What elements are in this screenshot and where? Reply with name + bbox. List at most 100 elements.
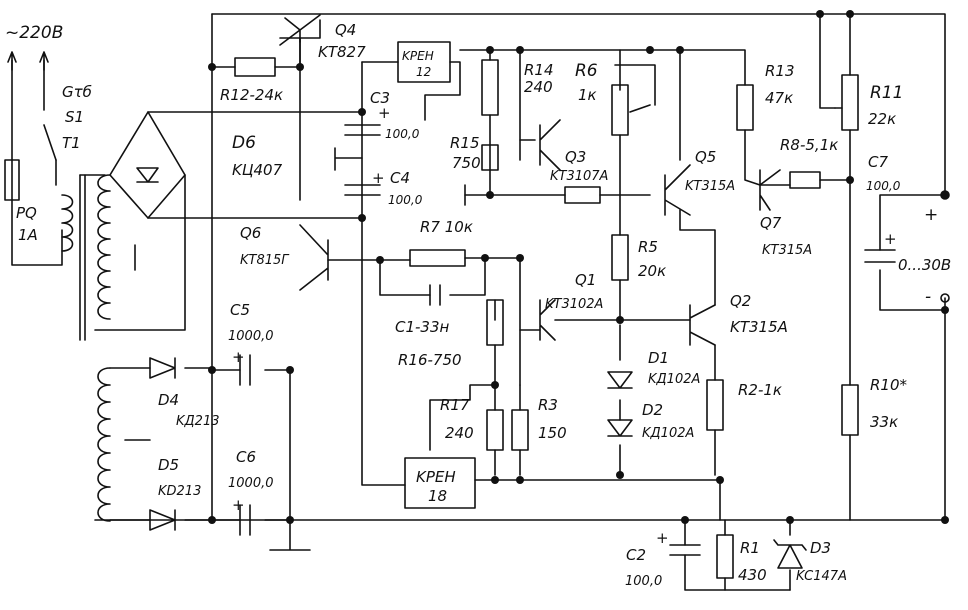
transistor-q4 [279,14,321,46]
label-out-plus: + [924,205,938,225]
components [4,14,950,579]
label-c6-value: 1000,0 [228,476,274,491]
transistor-q5 [664,164,691,216]
label-d6-ref: D6 [232,133,256,153]
output-terminal-minus [940,293,950,303]
resistor-r13 [736,84,754,131]
label-q2-type: KT315A [730,318,788,336]
label-r10-value: 33к [870,413,898,431]
label-d4-ref: D4 [158,391,179,409]
resistor-r7 [409,249,466,267]
labels: ~220В Gτб S1 T1 PQ 1A Q4 KT827 KPEH 12 R… [5,21,951,589]
label-d2-ref: D2 [642,401,663,419]
label-d4-type: KД213 [176,414,220,429]
label-c2-ref: C2 [626,546,646,564]
label-fuse-ref: Gτб [62,83,92,101]
label-r1-value: 430 [738,566,767,584]
label-r11-ref: R11 [870,83,903,103]
diode-d5 [149,509,176,531]
label-fuse-name: PQ [16,204,37,222]
label-u2-value: 18 [428,487,447,505]
wires [11,13,946,591]
label-r6-ref: R6 [575,61,598,81]
label-u1-name: KPEH [402,49,434,63]
label-c6-plus: + [232,496,245,514]
resistor-r14 [481,144,499,171]
label-u1-value: 12 [416,65,431,79]
transistor-q1 [539,299,556,341]
label-c3-plus: + [378,104,391,122]
resistor-r15 [481,59,499,116]
label-d2-type: KД102A [642,426,694,441]
regulator-u2 [404,457,476,509]
label-d6-type: KЦ407 [232,161,283,179]
bridge-d6 [109,111,186,219]
label-c5-plus: + [232,348,245,366]
label-r1-ref: R1 [740,539,760,557]
zener-d3 [773,539,807,569]
resistor-r2 [706,379,724,431]
label-transformer-ref: T1 [62,134,81,152]
label-c1: C1-33н [395,318,450,336]
label-c4-value: 100,0 [388,193,423,207]
label-r14-ref: R14 [524,61,554,79]
junctions [208,10,949,524]
potentiometer-r11 [841,74,859,131]
label-r7: R7 10к [420,218,473,236]
resistor-r17 [486,409,504,451]
transistor-q2 [689,304,716,346]
label-out-cap-plus: + [884,230,897,248]
label-r13-value: 47к [765,89,793,107]
potentiometer-r6 [611,84,629,136]
capacitor-c1 [429,284,441,306]
label-r2: R2-1к [738,381,782,399]
resistor-q3-collector [564,186,601,204]
label-fuse-value: 1A [18,226,38,244]
capacitor-c6 [239,504,251,536]
resistor-r12 [234,57,276,77]
label-d3-type: KC147A [796,569,847,584]
label-d1-ref: D1 [648,349,669,367]
capacitor-c5 [239,354,251,386]
label-r11-value: 22к [868,110,896,128]
label-d5-type: KD213 [158,484,201,499]
label-r12: R12-24к [220,86,283,104]
capacitor-output [864,249,896,263]
label-r15-ref: R15 [450,134,480,152]
resistor-r10 [841,384,859,436]
label-d5-ref: D5 [158,456,179,474]
label-q7-ref: Q7 [760,214,782,232]
transistor-q3 [539,119,561,171]
label-switch-ref: S1 [65,108,84,126]
label-q6-ref: Q6 [240,224,261,242]
resistor-r5 [611,234,629,281]
label-c7-ref: C7 [868,153,888,171]
label-c2-value: 100,0 [625,574,662,589]
label-r15-value: 750 [452,154,481,172]
label-q6-type: KT815Γ [240,253,290,268]
label-out-range: 0...30В [898,256,951,274]
label-q3-type: KT3107A [550,169,608,184]
capacitor-c4 [344,184,381,196]
label-c5-value: 1000,0 [228,329,274,344]
label-c3-value: 100,0 [385,127,420,141]
label-r5-value: 20к [638,262,666,280]
label-r3-value: 150 [538,424,567,442]
label-c4-plus: + [372,169,385,187]
transistor-q6 [299,224,329,291]
regulator-u1 [397,41,451,83]
transformer-secondary-1 [97,174,111,320]
label-r16: R16-750 [398,351,462,369]
label-r6-value: 1к [578,86,597,104]
label-c6-ref: C6 [236,448,256,466]
label-r13-ref: R13 [765,62,795,80]
resistor-r3 [511,409,529,451]
label-q4-type: KT827 [318,43,366,61]
label-u2-name: KPEH [416,468,456,486]
resistor-r1 [716,534,734,579]
diode-d1 [607,371,633,389]
fuse-pq [4,159,20,201]
label-c7-value: 100,0 [866,179,901,193]
label-r5-ref: R5 [638,238,658,256]
